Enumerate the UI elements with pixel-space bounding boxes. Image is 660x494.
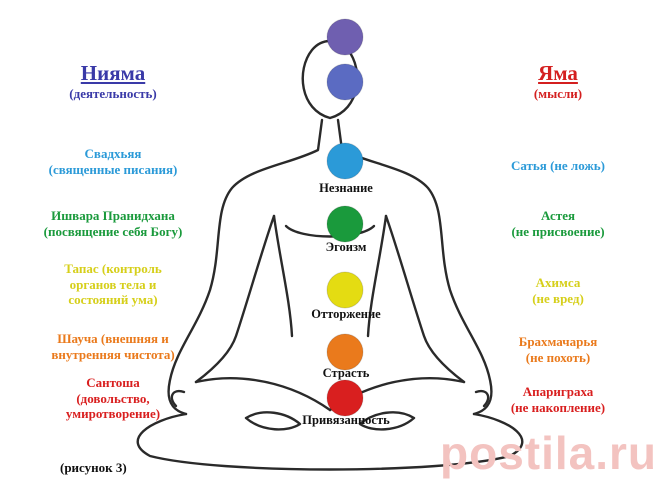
niyama-item-line: Шауча (внешняя и [57,331,169,346]
yama-subtitle: (мысли) [533,86,583,101]
third-eye-chakra [326,63,364,101]
yama-item-aparigraha: Апариграха (не накопление) [468,384,648,415]
niyama-item-shaucha: Шауча (внешняя и внутренняя чистота) [18,331,208,362]
inner-arm-right [384,214,466,384]
niyama-item-line: Свадхьяя [84,146,142,161]
yama-item-line: Апариграха [522,384,594,399]
heart-chakra [326,205,364,243]
yama-item-line: Брахмачарья [518,334,598,349]
lap-outline [136,412,524,471]
chakra-label-ignorance: Незнание [319,181,373,195]
sacral-chakra [326,333,364,371]
body-outline-right [336,118,493,416]
niyama-item-line: Сантоша [86,375,140,390]
niyama-item-svadhyaya: Свадхьяя (священные писания) [18,146,208,177]
foot-right [358,411,416,431]
chest-line [284,224,376,238]
niyama-item-line: Тапас (контроль [64,261,162,276]
niyama-item-line: умиротворение) [65,406,161,422]
chakra-label-attachment: Привязанность [302,413,390,427]
solar-plexus-chakra [326,271,364,309]
niyama-item-line: (посвящение себя Богу) [43,223,183,239]
niyama-item-tapas: Тапас (контроль органов тела и состояний… [18,261,208,308]
niyama-title: Нияма [80,61,146,85]
niyama-item-line: состояний ума) [68,292,158,308]
foot-left [244,411,302,431]
yama-item-line: Сатья (не ложь) [510,158,606,173]
yama-item-line: (не вред) [532,290,584,306]
chakra-label-passion: Страсть [322,366,370,380]
watermark-logo: postila.ru [440,427,658,479]
hand-right [474,389,490,408]
torso-side-left [272,214,294,338]
body-outline-left [167,118,324,416]
yama-item-ahimsa: Ахимса (не вред) [468,275,648,306]
inner-arm-left [194,214,276,384]
niyama-item-santosha: Сантоша (довольство, умиротворение) [18,375,208,422]
yama-item-line: Ахимса [535,275,581,290]
yama-title: Яма [538,61,578,85]
yama-item-line: Астея [540,208,576,223]
niyama-item-line: органов тела и [69,276,157,292]
root-chakra [326,379,364,417]
crossed-leg-left [194,377,332,412]
yama-item-brahmacharya: Брахмачарья (не похоть) [468,334,648,365]
niyama-item-ishvara: Ишвара Пранидхана (посвящение себя Богу) [18,208,208,239]
niyama-item-line: (довольство, [76,390,150,406]
niyama-item-line: Ишвара Пранидхана [51,208,175,223]
yama-item-line: (не присвоение) [511,223,605,239]
niyama-item-line: внутренняя чистота) [51,346,175,362]
yama-item-line: (не накопление) [510,399,606,415]
crown-chakra [326,18,364,56]
yama-item-satya: Сатья (не ложь) [468,158,648,174]
throat-chakra [326,142,364,180]
torso-side-right [366,214,388,338]
chakra-label-egoism: Эгоизм [325,240,367,254]
yama-item-line: (не похоть) [525,349,591,365]
niyama-subtitle: (деятельность) [69,86,157,101]
figure-caption: (рисунок 3) [60,460,127,475]
chakra-group [326,18,364,417]
yama-item-asteya: Астея (не присвоение) [468,208,648,239]
hand-left [170,389,186,408]
niyama-item-line: (священные писания) [48,161,178,177]
chakra-label-rejection: Отторжение [311,307,381,321]
